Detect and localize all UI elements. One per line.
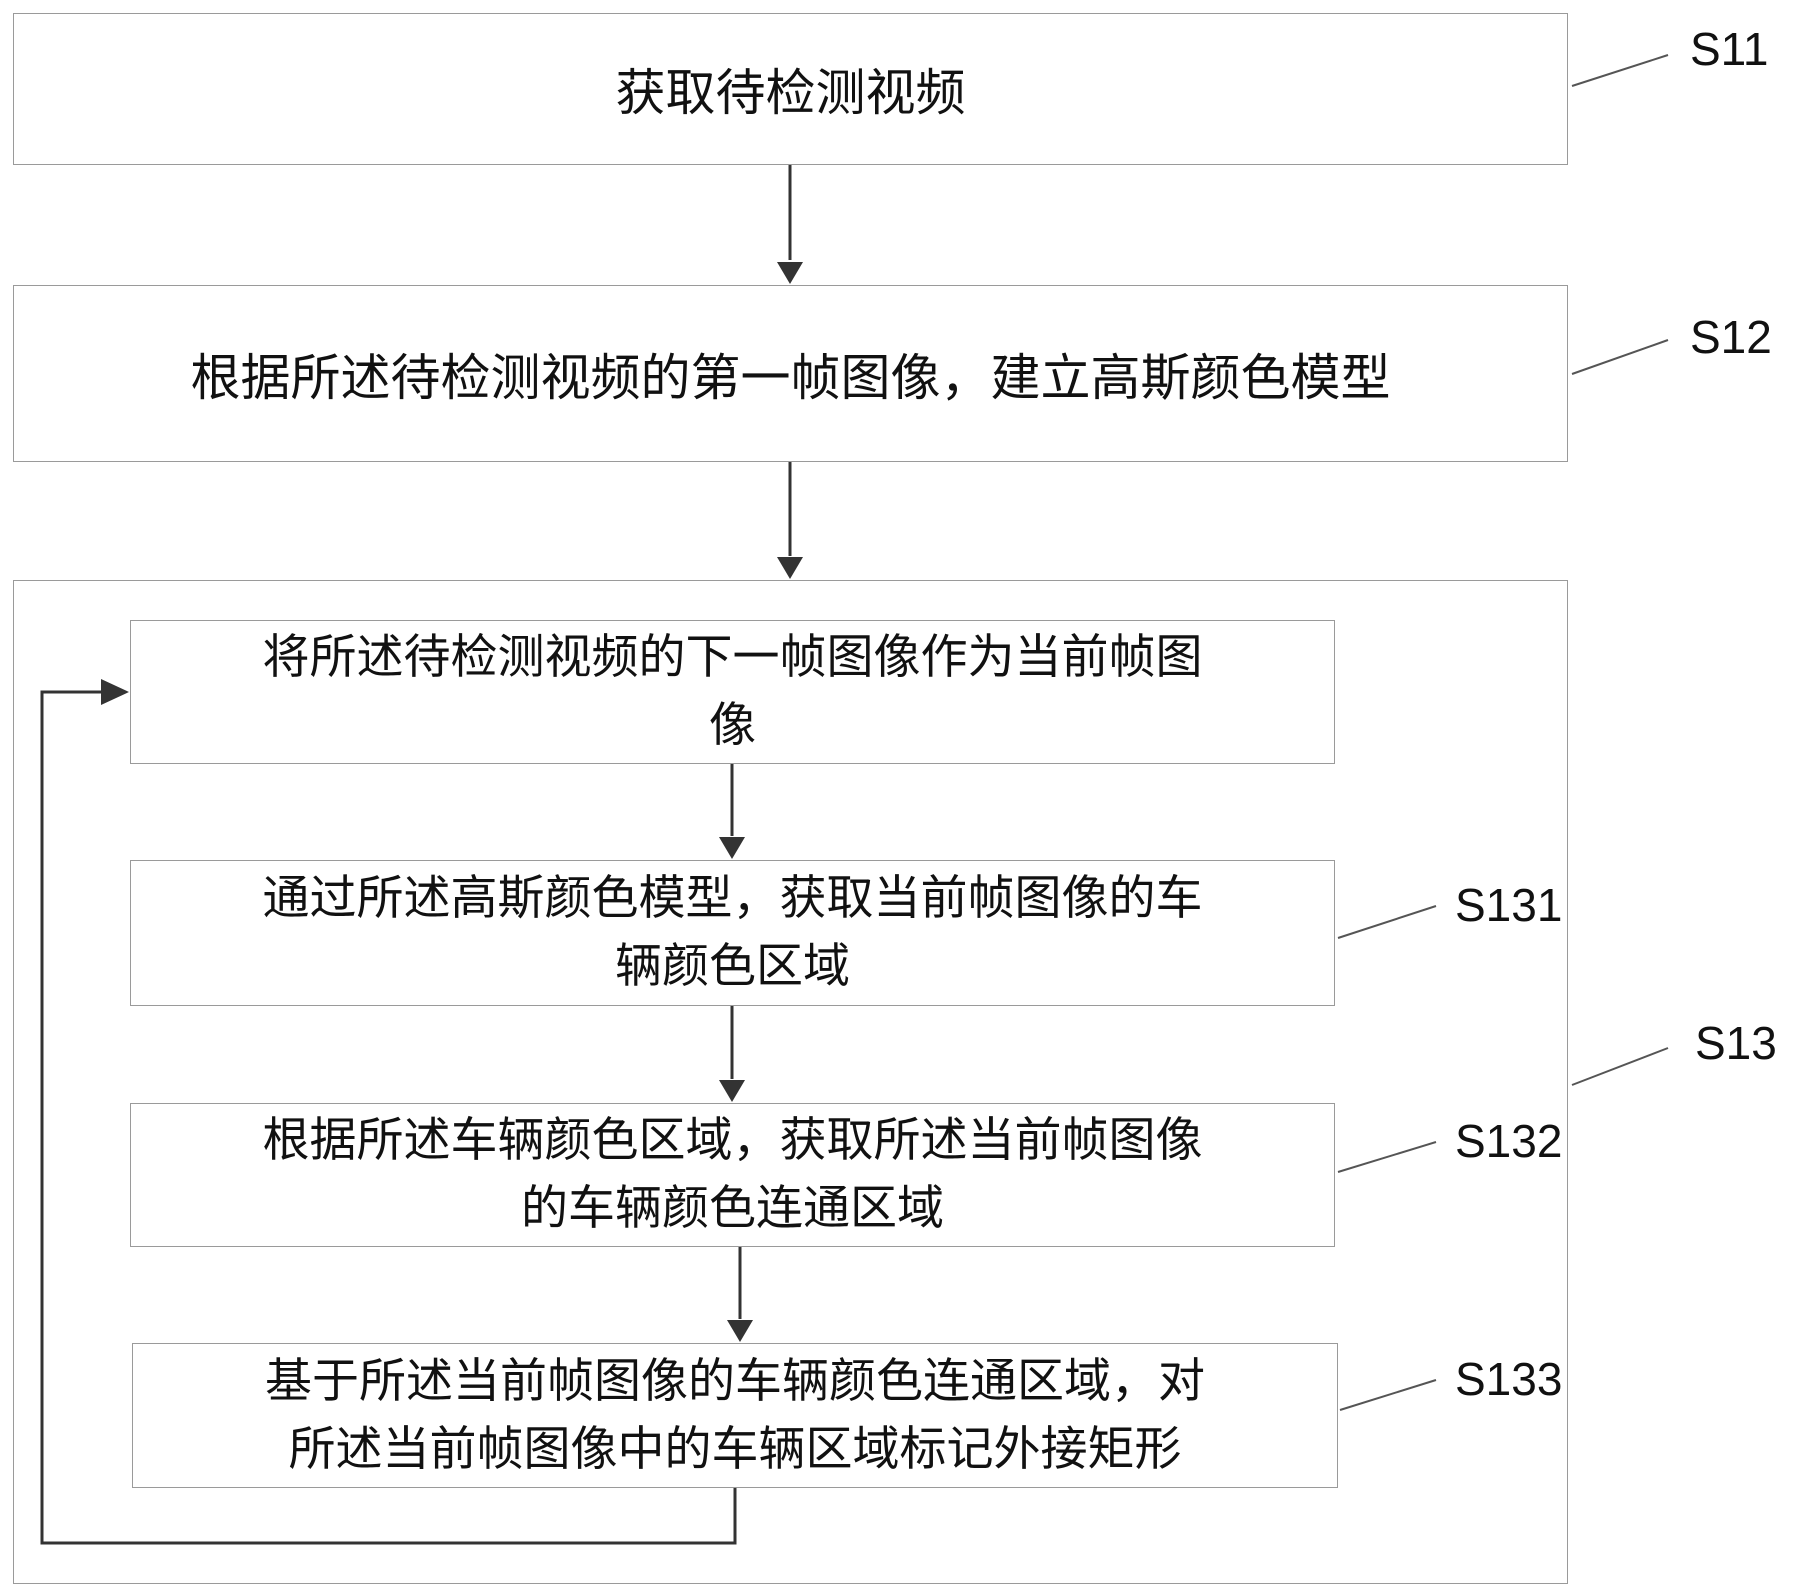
step-s12-text: 根据所述待检测视频的第一帧图像，建立高斯颜色模型 — [190, 348, 1391, 407]
arrowhead-loop-to-s131 — [719, 837, 745, 859]
loop-start-line1: 将所述待检测视频的下一帧图像作为当前帧图 — [262, 630, 1203, 685]
step-s131-box: 通过所述高斯颜色模型，获取当前帧图像的车 辆颜色区域 — [130, 860, 1335, 1006]
arrowhead-s132-to-s133 — [727, 1320, 753, 1342]
loop-start-box: 将所述待检测视频的下一帧图像作为当前帧图 像 — [130, 620, 1335, 764]
step-s132-box: 根据所述车辆颜色区域，获取所述当前帧图像 的车辆颜色连通区域 — [130, 1103, 1335, 1247]
arrowhead-s12-to-s13 — [777, 557, 803, 579]
leader-s11 — [1571, 54, 1669, 87]
label-s13: S13 — [1695, 1017, 1777, 1069]
step-s11-text: 获取待检测视频 — [615, 64, 966, 122]
step-s133-box: 基于所述当前帧图像的车辆颜色连通区域，对 所述当前帧图像中的车辆区域标记外接矩形 — [132, 1343, 1338, 1488]
step-s11-box: 获取待检测视频 — [13, 13, 1568, 165]
step-s13-container — [13, 580, 1568, 1584]
step-s133-line1: 基于所述当前帧图像的车辆颜色连通区域，对 — [265, 1353, 1205, 1409]
label-s12: S12 — [1690, 311, 1772, 363]
loop-back-line — [40, 690, 737, 1545]
step-s131-line2: 辆颜色区域 — [615, 939, 850, 994]
label-s133: S133 — [1455, 1353, 1563, 1405]
loop-start-line2: 像 — [709, 698, 756, 753]
label-s131: S131 — [1455, 879, 1563, 931]
step-s131-line1: 通过所述高斯颜色模型，获取当前帧图像的车 — [262, 871, 1203, 926]
leader-s132 — [1337, 1141, 1437, 1173]
step-s12-box: 根据所述待检测视频的第一帧图像，建立高斯颜色模型 — [13, 285, 1568, 462]
label-s132: S132 — [1455, 1115, 1563, 1167]
arrowhead-s11-to-s12 — [777, 262, 803, 284]
leader-s13 — [1571, 1047, 1669, 1086]
arrowhead-loop-back — [101, 679, 129, 705]
leader-s133 — [1339, 1379, 1437, 1411]
arrowhead-s131-to-s132 — [719, 1080, 745, 1102]
step-s132-line2: 的车辆颜色连通区域 — [521, 1181, 944, 1236]
step-s133-line2: 所述当前帧图像中的车辆区域标记外接矩形 — [288, 1421, 1182, 1477]
label-s11: S11 — [1690, 23, 1769, 75]
step-s132-line1: 根据所述车辆颜色区域，获取所述当前帧图像 — [262, 1113, 1203, 1168]
leader-s131 — [1337, 905, 1437, 939]
leader-s12 — [1571, 339, 1669, 375]
